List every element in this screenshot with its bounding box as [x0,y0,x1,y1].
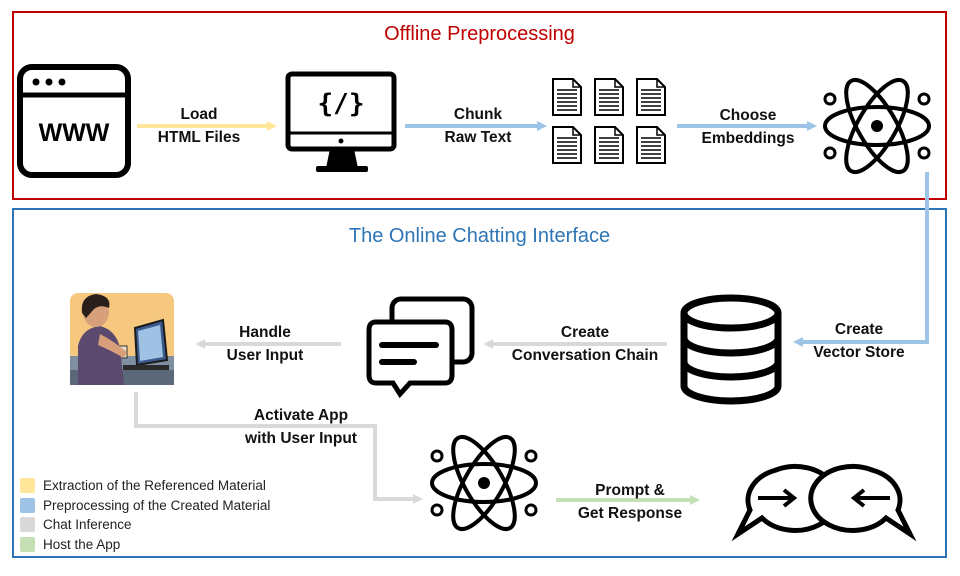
user-at-computer-icon [70,293,174,385]
label-load-line2: HTML Files [157,129,241,146]
offline-panel-title: Offline Preprocessing [384,23,575,45]
label-input-line2: User Input [226,347,304,364]
label-activate: Activate App with User Input [228,404,374,450]
label-store: Create Vector Store [798,318,920,364]
legend-item-preprocessing: Preprocessing of the Created Material [20,496,270,516]
online-chatting-panel: The Online Chatting Interface [12,208,947,558]
legend-swatch [20,536,35,552]
arrow-store [793,172,929,347]
legend-item-host: Host the App [20,535,270,555]
legend-label: Chat Inference [43,517,132,533]
embedding-atom-icon [823,69,931,183]
code-monitor-icon: {/} [285,71,397,172]
label-chain-line1: Create [560,324,610,341]
database-icon [680,294,782,405]
label-chunk-line2: Raw Text [444,129,512,146]
label-embed-line1: Choose [719,107,777,124]
llm-atom-icon [430,426,538,540]
label-chain-line2: Conversation Chain [511,347,659,364]
label-chain: Create Conversation Chain [500,321,670,367]
label-store-line1: Create [834,321,884,338]
online-panel-title: The Online Chatting Interface [348,225,611,247]
code-text: {/} [318,89,365,119]
www-browser-icon: WWW [17,64,131,178]
label-chunk-line1: Chunk [453,106,503,123]
legend-item-chat-inference: Chat Inference [20,515,270,535]
legend-swatch [20,478,35,494]
offline-preprocessing-panel: Offline Preprocessing [12,11,947,200]
legend-label: Host the App [43,536,121,552]
label-load-line1: Load [180,106,218,123]
label-prompt-line2: Get Response [577,505,683,522]
label-embed-line2: Embeddings [701,130,795,147]
legend-swatch [20,517,35,533]
arrow-activate [134,392,423,504]
legend-label: Extraction of the Referenced Material [43,478,266,494]
label-activate-line1: Activate App [253,407,349,424]
label-load: Load HTML Files [140,103,258,149]
label-store-line2: Vector Store [813,344,905,361]
label-activate-line2: with User Input [245,430,357,447]
label-input-line1: Handle [239,324,291,341]
legend-swatch [20,497,35,513]
label-chunk: Chunk Raw Text [418,103,538,149]
label-prompt: Prompt & Get Response [560,479,700,525]
documents-icon [552,78,666,164]
label-embed: Choose Embeddings [688,104,808,150]
label-input: Handle User Input [205,321,325,367]
legend: Extraction of the Referenced Material Pr… [20,476,270,554]
chat-bubbles-icon [366,296,475,399]
www-text: WWW [39,119,110,147]
legend-item-extraction: Extraction of the Referenced Material [20,476,270,496]
response-arrows-icon [731,463,917,542]
legend-label: Preprocessing of the Created Material [43,497,271,513]
label-prompt-line1: Prompt & [595,482,665,499]
